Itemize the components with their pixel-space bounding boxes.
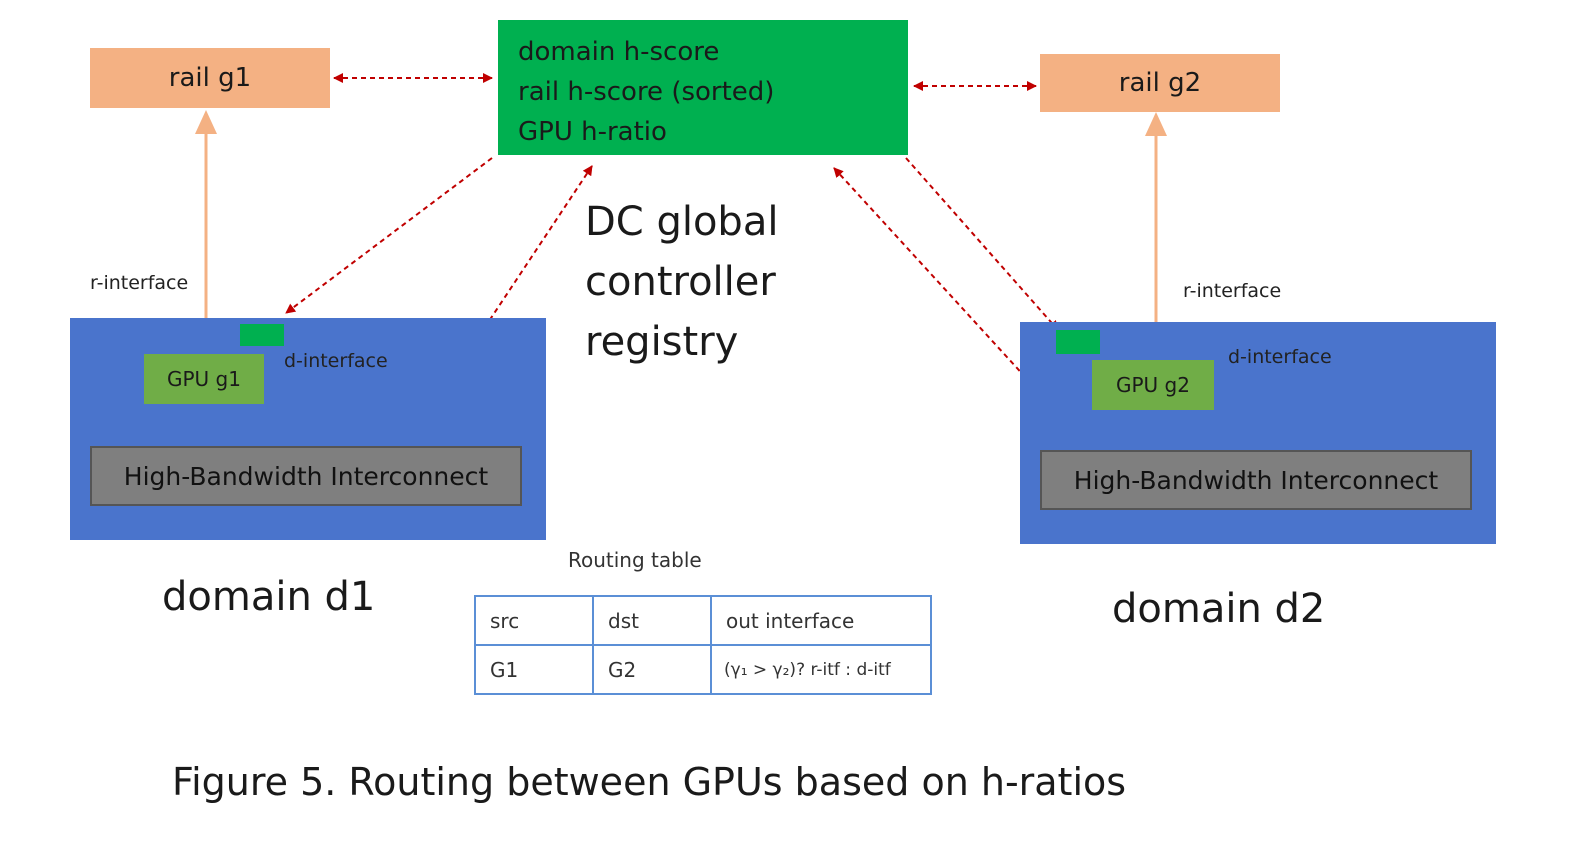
gpu-g1-box: GPU g1 — [144, 354, 264, 404]
routing-table: src dst out interface G1 G2 (γ₁ > γ₂)? r… — [474, 595, 932, 695]
registry-line-domain-h-score: domain h-score — [518, 37, 720, 67]
gpu-g2-box: GPU g2 — [1092, 360, 1214, 410]
rail-g2-box: rail g2 — [1040, 54, 1280, 112]
controller-label: DC global controller registry — [585, 192, 778, 372]
d1-interconnect-label: High-Bandwidth Interconnect — [123, 461, 489, 491]
controller-line-1: DC global — [585, 199, 779, 245]
d2-d-interface-port — [1056, 330, 1100, 354]
d2-interconnect-label: High-Bandwidth Interconnect — [1073, 465, 1439, 495]
routing-table-title: Routing table — [568, 548, 702, 572]
gpu-g1-label: GPU g1 — [167, 367, 241, 391]
controller-line-3: registry — [585, 319, 739, 365]
domain-d2-name: domain d2 — [1112, 586, 1326, 632]
routing-table-cell-src: G1 — [474, 644, 594, 695]
d1-interconnect-box: High-Bandwidth Interconnect — [90, 446, 522, 506]
routing-table-header-row: src dst out interface — [474, 595, 932, 646]
rail-g1-box: rail g1 — [90, 48, 330, 108]
registry-line-rail-h-score: rail h-score (sorted) — [518, 77, 775, 107]
registry-d2-port-arrow — [905, 157, 1059, 331]
controller-line-2: controller — [585, 259, 776, 305]
routing-table-cell-out: (γ₁ > γ₂)? r-itf : d-itf — [710, 644, 932, 695]
d2-interconnect-box: High-Bandwidth Interconnect — [1040, 450, 1472, 510]
routing-table-header-out: out interface — [710, 595, 932, 646]
registry-line-gpu-h-ratio: GPU h-ratio — [518, 117, 667, 147]
registry-box: domain h-score rail h-score (sorted) GPU… — [498, 20, 908, 155]
d1-d-interface-port — [240, 324, 284, 346]
d1-r-interface-label: r-interface — [90, 272, 189, 294]
gpu-g2-label: GPU g2 — [1116, 373, 1190, 397]
registry-d1-port-arrow — [285, 157, 493, 314]
d2-d-interface-label: d-interface — [1228, 346, 1332, 368]
d2-r-interface-label: r-interface — [1183, 280, 1282, 302]
rail-g1-label: rail g1 — [168, 63, 252, 93]
routing-table-header-dst: dst — [592, 595, 712, 646]
table-row: G1 G2 (γ₁ > γ₂)? r-itf : d-itf — [474, 644, 932, 695]
figure-caption: Figure 5. Routing between GPUs based on … — [172, 760, 1127, 804]
routing-table-cell-dst: G2 — [592, 644, 712, 695]
routing-table-header-src: src — [474, 595, 594, 646]
domain-d1-name: domain d1 — [162, 574, 376, 620]
d1-d-interface-label: d-interface — [284, 350, 388, 372]
rail-g2-label: rail g2 — [1118, 68, 1202, 98]
